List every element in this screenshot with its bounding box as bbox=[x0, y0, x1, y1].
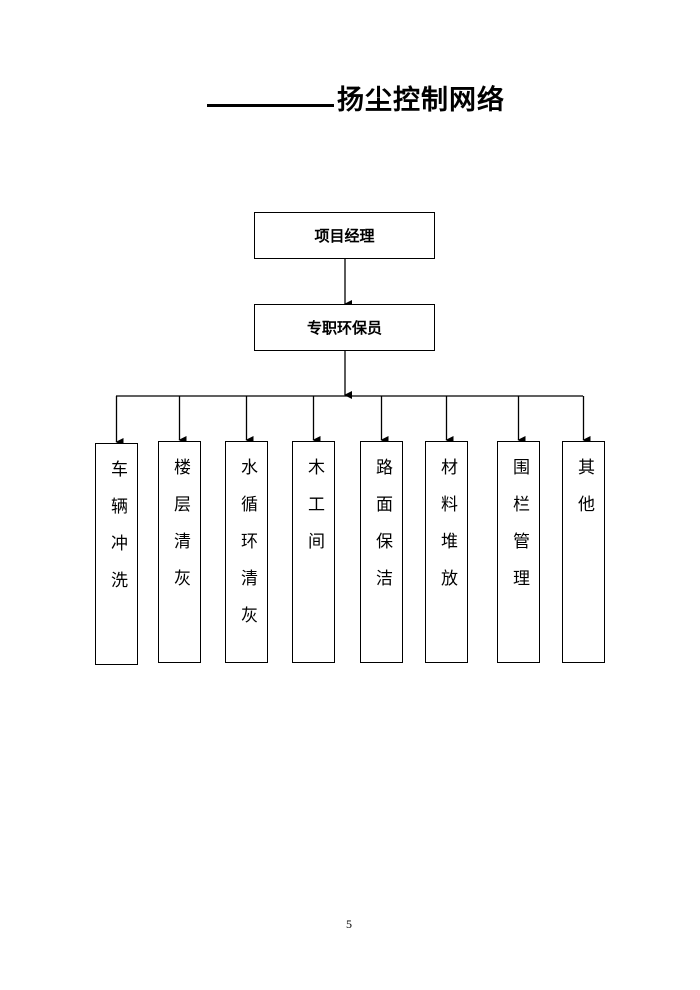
node-project-manager: 项目经理 bbox=[254, 212, 435, 259]
node-label: 车辆冲洗 bbox=[107, 460, 127, 608]
node-environmental-officer: 专职环保员 bbox=[254, 304, 435, 351]
node-label: 围栏管理 bbox=[509, 458, 529, 606]
node-material-stacking: 材料堆放 bbox=[425, 441, 468, 663]
page-number: 5 bbox=[346, 917, 352, 931]
node-water-cycle-cleaning: 水循环清灰 bbox=[225, 441, 268, 663]
node-fence-management: 围栏管理 bbox=[497, 441, 540, 663]
node-label: 楼层清灰 bbox=[170, 458, 190, 606]
node-carpentry-shop: 木工间 bbox=[292, 441, 335, 663]
node-label: 路面保洁 bbox=[372, 458, 392, 606]
node-vehicle-washing: 车辆冲洗 bbox=[95, 443, 138, 665]
node-label: 其他 bbox=[574, 458, 594, 532]
title-blank-underline bbox=[207, 104, 334, 107]
node-road-cleaning: 路面保洁 bbox=[360, 441, 403, 663]
node-label: 材料堆放 bbox=[437, 458, 457, 606]
node-floor-dust-cleaning: 楼层清灰 bbox=[158, 441, 201, 663]
page-title: 扬尘控制网络 bbox=[337, 85, 505, 116]
node-label: 木工间 bbox=[304, 458, 324, 569]
node-other: 其他 bbox=[562, 441, 605, 663]
node-label: 水循环清灰 bbox=[237, 458, 257, 643]
